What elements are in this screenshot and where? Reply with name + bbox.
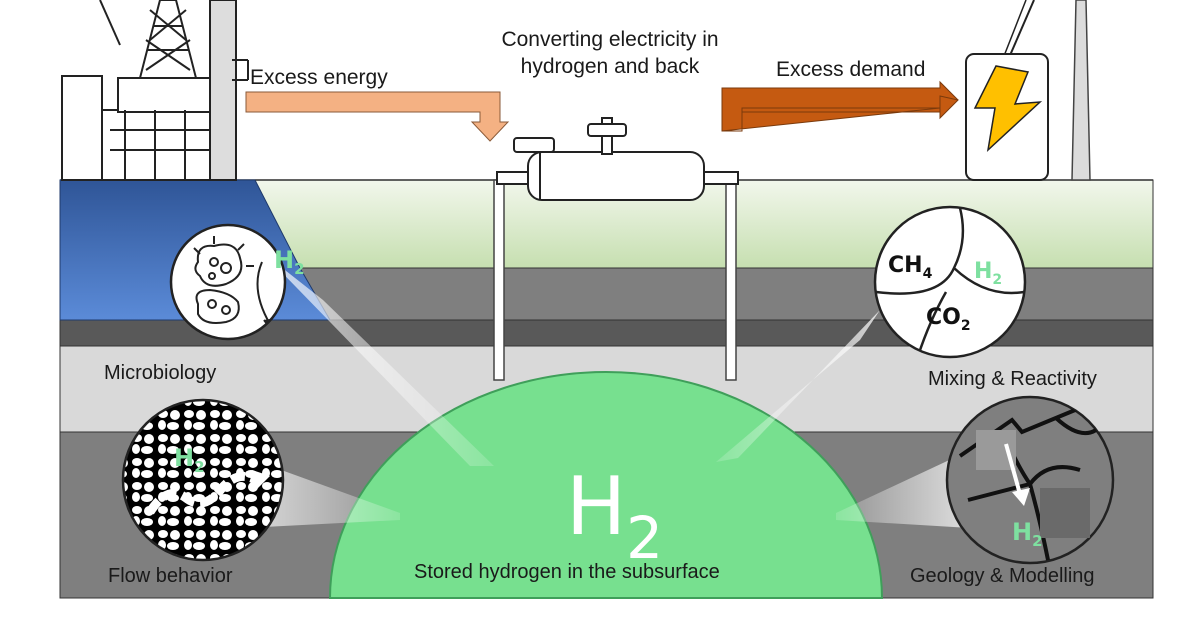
svg-text:H2: H2 [1012, 518, 1043, 550]
stored-hydrogen-label: Stored hydrogen in the subsurface [414, 561, 720, 583]
lightning-icon [973, 65, 1043, 153]
stored-h2-symbol: H2 [566, 460, 663, 572]
microbiology-label: Microbiology [104, 362, 217, 384]
microbiology-inset: H2 [169, 223, 305, 341]
excess-demand-label: Excess demand [776, 58, 926, 81]
mixing-reactivity-inset: CH4 H2 CO2 [873, 205, 1027, 359]
excess-energy-label: Excess energy [250, 66, 388, 89]
hydrogen-reservoir-dome [328, 371, 884, 599]
well-left [493, 179, 505, 381]
offshore-platform [61, 0, 249, 181]
electrolyzer [496, 117, 739, 201]
svg-text:H2: H2 [974, 259, 1002, 288]
excess-demand-arrow [721, 80, 959, 132]
converting-label: Converting electricity in hydrogen and b… [470, 26, 750, 80]
svg-text:H2: H2 [274, 246, 305, 278]
magnifier-beams [240, 252, 970, 528]
converting-label-line1: Converting electricity in [501, 28, 719, 51]
wind-turbine [1003, 0, 1091, 181]
svg-text:H2: H2 [174, 444, 205, 476]
converting-label-line2: hydrogen and back [520, 55, 700, 78]
flow-behavior-label: Flow behavior [108, 565, 233, 587]
power-consumer [965, 53, 1049, 181]
mixing-reactivity-label: Mixing & Reactivity [928, 368, 1097, 390]
svg-text:CH4: CH4 [888, 253, 933, 282]
geology-modelling-inset: H2 [945, 395, 1115, 565]
svg-text:CO2: CO2 [926, 305, 971, 334]
flow-behavior-inset: H2 [121, 398, 285, 562]
well-right [725, 179, 737, 381]
geology-modelling-label: Geology & Modelling [910, 565, 1095, 587]
excess-energy-arrow [245, 91, 510, 142]
